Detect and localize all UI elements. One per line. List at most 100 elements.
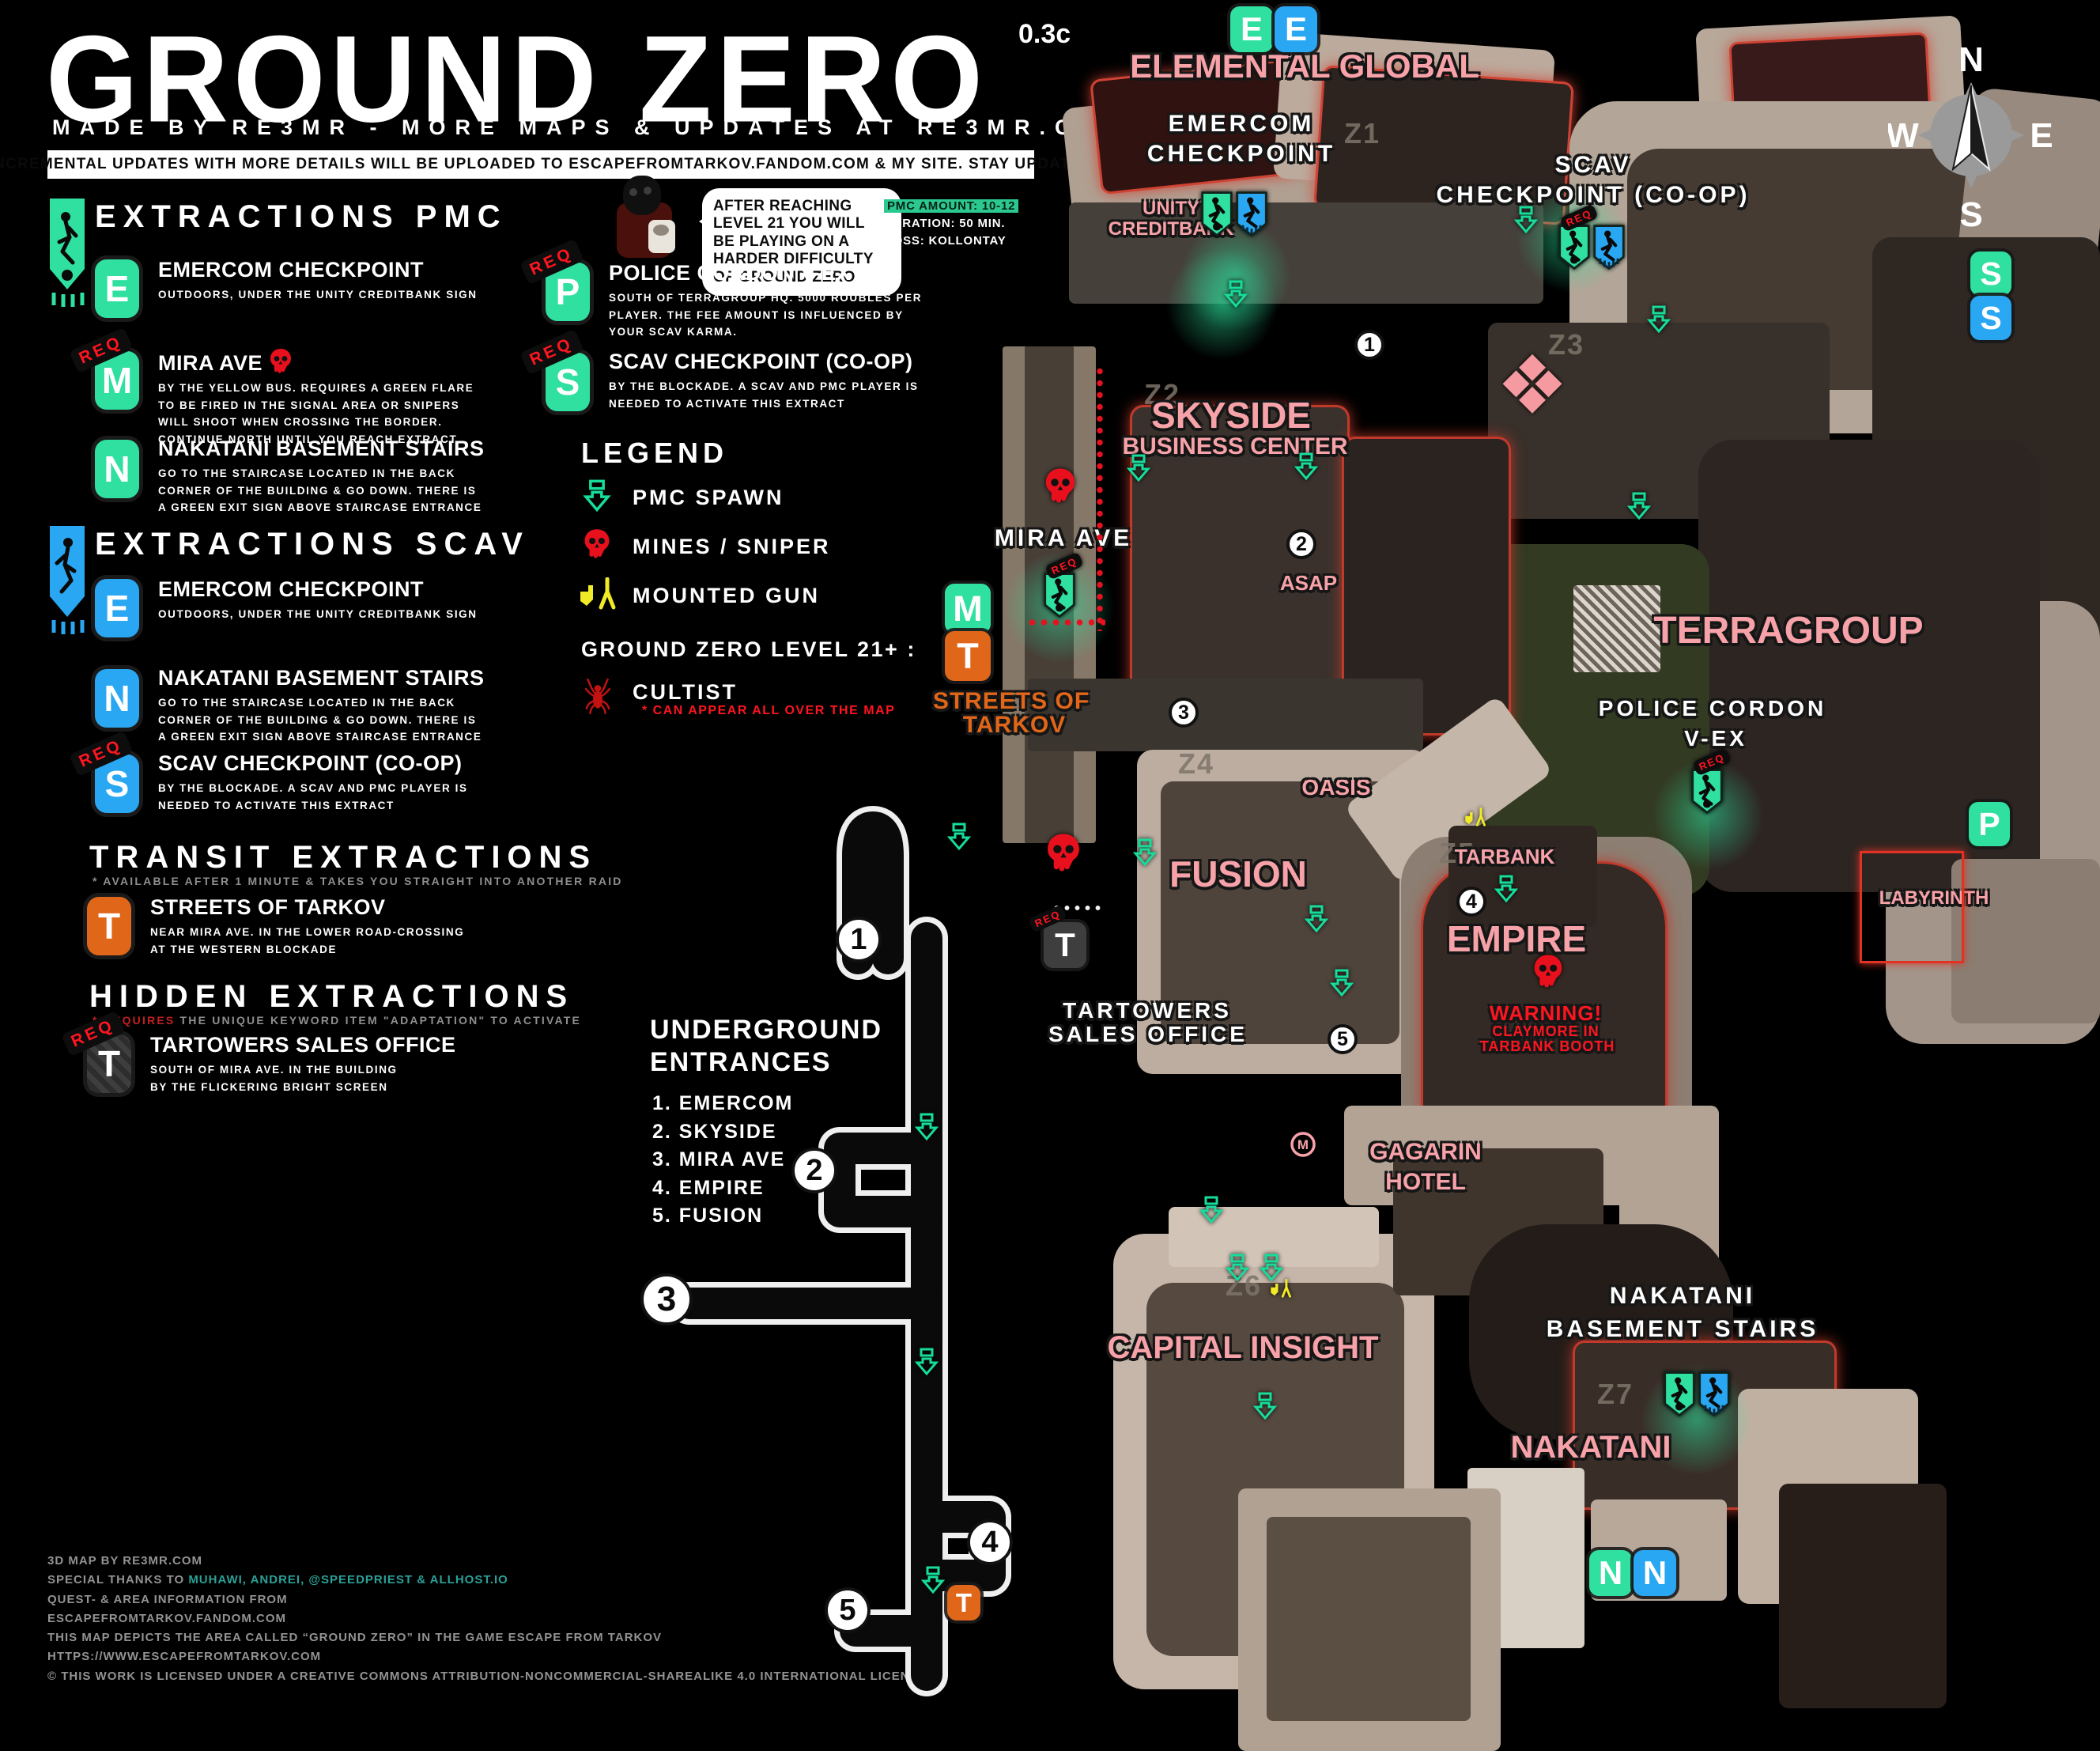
pmc-spawn-icon [1494,875,1519,907]
map-badge-p: P [1969,802,2010,846]
map-building [1573,585,1660,672]
red-dotted-line [1096,365,1104,631]
map-label: OASIS [1301,775,1371,800]
raid-duration: DURATION: 50 MIN. [884,216,1006,230]
map-label: BASEMENT STAIRS [1546,1316,1819,1342]
pmc-spawn-icon [914,1113,939,1145]
list-item: 5. FUSION [652,1205,764,1227]
map-label: LABYRINTH [1879,887,1989,909]
subtitle: MADE BY RE3MR - MORE MAPS & UPDATES AT R… [52,115,1134,139]
map-label: TARBANK [1454,845,1555,868]
cultist-note: * CAN APPEAR ALL OVER THE MAP [642,704,896,717]
entrance-marker-2: 2 [1286,529,1316,559]
extract-banner: REQ [1690,747,1732,816]
pmc-spawn-icon [1513,206,1539,238]
zone-label: Z2 [1144,378,1181,410]
list-item: 4. EMPIRE [652,1176,765,1199]
compass-s: S [1959,195,1982,234]
character-image [599,176,686,259]
cultist-label: CULTIST [633,680,738,704]
pmc-spawn-icon [1225,1254,1250,1286]
ground-zero-map-infographic: { "colors": { "green":"#2fe0a0", "blue":… [46,6,2100,1751]
compass-icon: N S W E [1888,40,2053,234]
extract-banner: REQ [1558,203,1627,272]
map-label: NAKATANI [1609,1283,1756,1309]
entrance-marker-3: 3 [1169,698,1199,728]
map-badge-s: S [1970,251,2011,296]
map-label: ASAP [1279,571,1338,595]
mounted-gun-icon [580,577,616,610]
pmc-extraction-banner-icon [50,199,85,307]
map-label: UNITY [1143,198,1199,219]
map-label: SALES OFFICE [1048,1022,1248,1046]
map-label: TARTOWERS [1063,998,1232,1023]
diamond-cluster-icon [1502,354,1562,414]
extract-title: NAKATANI BASEMENT STAIRS [158,666,485,690]
map-label: TERRAGROUP [1653,610,1924,652]
skull-icon [1532,954,1564,992]
req-tag: REQ [1028,904,1068,933]
extract-glow [1634,1356,1760,1483]
extract-desc: BY THE BLOCKADE. A SCAV AND PMC PLAYER I… [609,380,919,410]
entrance-marker-4: 4 [967,1519,1013,1565]
legend-label: MINES / SNIPER [633,535,831,558]
pmc-spawn-icon [1199,1196,1224,1228]
map-label: HOTEL [1385,1169,1466,1195]
entrance-marker-5: 5 [825,1587,871,1633]
credits: 3D MAP BY RE3MR.COM SPECIAL THANKS TO MU… [47,1554,931,1683]
entrance-marker-1: 1 [836,917,882,962]
svg-text:M: M [1297,1137,1309,1152]
pmc-spawn-icon [1259,1254,1284,1286]
extract-badge-n-scav: N [95,669,139,728]
map-label: EMPIRE [1446,918,1587,959]
extract-title: NAKATANI BASEMENT STAIRS [158,437,485,460]
skull-icon [584,529,610,558]
map-badge-n: N [1589,1550,1632,1596]
extract-badge-n: N [95,440,139,498]
map-building [1069,202,1543,304]
skull-icon [270,349,292,373]
map-badge-n: N [1634,1550,1676,1596]
extract-banner: REQ [1043,551,1085,620]
extract-desc: BY THE BLOCKADE. A SCAV AND PMC PLAYER I… [158,782,468,811]
hidden-heading: HIDDEN EXTRACTIONS [89,979,575,1014]
entrance-marker-2: 2 [791,1148,837,1193]
compass-e: E [2030,116,2053,155]
extract-glow [1158,241,1285,368]
map-label: SKYSIDE [1151,395,1311,436]
pmc-section-heading: EXTRACTIONS PMC [95,199,508,234]
metro-icon: M [1290,1131,1316,1162]
extract-title: TARTOWERS SALES OFFICE [150,1033,456,1057]
scav-extraction-banner-icon [50,526,85,634]
map-label: CHECKPOINT [1146,141,1336,167]
map-label: GAGARIN [1369,1139,1482,1165]
extract-badge-e-scav: E [95,579,139,637]
extract-banner [1663,1370,1732,1419]
skull-icon [1044,467,1077,507]
raid-stats: PMC AMOUNT: 10-12 DURATION: 50 MIN. BOSS… [884,198,1019,249]
pmc-spawn-icon [946,823,972,855]
transit-note: * AVAILABLE AFTER 1 MINUTE & TAKES YOU S… [93,875,623,887]
white-dotted-line [1052,905,1101,911]
map-badge-s: S [1970,296,2011,340]
map-label: CAPITAL INSIGHT [1107,1330,1379,1365]
zone-label: Z3 [1548,328,1585,361]
map-badge-t: T [945,631,991,681]
map-label: POLICE CORDON [1598,696,1827,720]
skull-icon [1045,833,1082,876]
map-label: FUSION [1169,853,1307,894]
map-building [1779,1484,1947,1708]
map-badge-e: E [1275,6,1317,52]
extract-title: STREETS OF TARKOV [150,895,386,919]
compass-w: W [1888,116,1919,155]
extract-desc: SOUTH OF TERRAGROUP HQ. 5000 ROUBLES PER… [609,292,923,338]
entrance-marker-5: 5 [1328,1024,1358,1054]
labyrinth-highlight-box [1860,851,1964,963]
pmc-spawn-icon [1252,1392,1278,1424]
legend-heading: LEGEND [581,437,729,469]
level21-speech-bubble: AFTER REACHING LEVEL 21 YOU WILL BE PLAY… [699,188,901,297]
